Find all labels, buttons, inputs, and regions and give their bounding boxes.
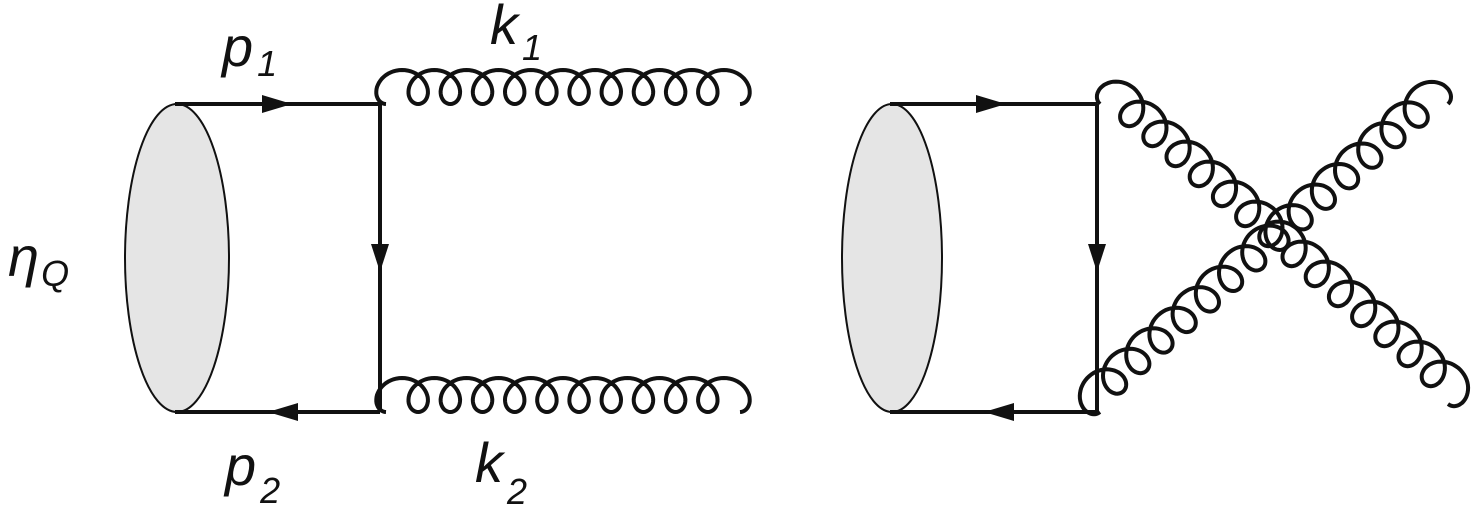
arrow-vertical-right <box>1088 244 1106 272</box>
gluon-k1 <box>374 67 752 107</box>
arrow-vertical-left <box>371 244 389 272</box>
gluon-crossed-lower <box>1077 79 1454 417</box>
gluon-crossed-upper <box>1094 79 1471 409</box>
arrow-top-right <box>976 95 1006 113</box>
arrow-bottom-right <box>984 403 1014 421</box>
diagram-crossed <box>841 79 1471 421</box>
arrow-top-left <box>262 95 292 113</box>
meson-blob-right <box>841 103 943 413</box>
label-eta-q: ηQ <box>8 225 69 294</box>
arrow-bottom-left <box>268 403 298 421</box>
gluon-k2 <box>374 375 752 415</box>
meson-blob-left <box>124 103 230 413</box>
